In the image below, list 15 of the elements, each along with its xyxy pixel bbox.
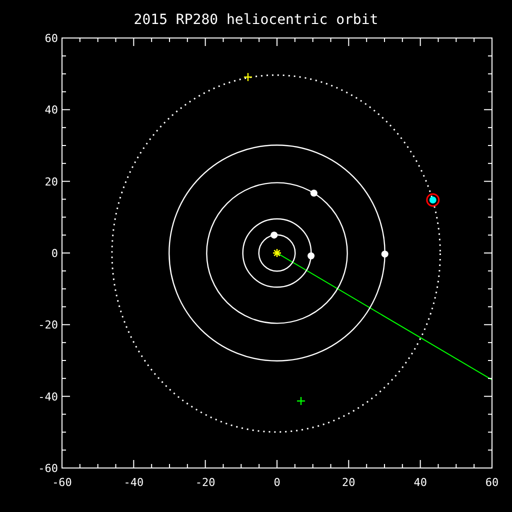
tick-label: -40 (124, 476, 144, 489)
tick-label: 40 (44, 104, 58, 117)
tick-label: -60 (38, 462, 58, 475)
tick-label: 20 (342, 476, 356, 489)
tick-label: 0 (274, 476, 280, 489)
tick-label: 40 (414, 476, 427, 489)
tick-label: 60 (485, 476, 499, 489)
tick-label: 0 (51, 247, 58, 260)
tick-label: -20 (195, 476, 216, 489)
tick-label: -40 (38, 390, 58, 404)
tick-label: 20 (44, 175, 58, 188)
tick-label: 60 (44, 32, 58, 45)
chart-title: 2015 RP280 heliocentric orbit (134, 12, 378, 28)
tick-label: -60 (52, 476, 72, 489)
tick-label: -20 (38, 318, 58, 332)
